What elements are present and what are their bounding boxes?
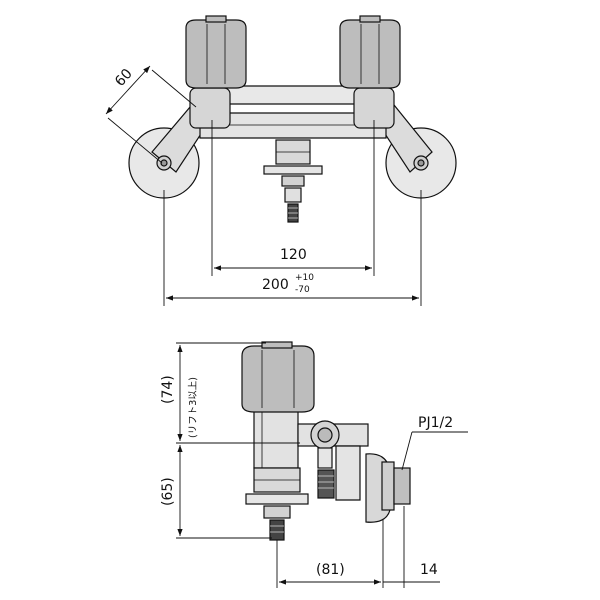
- bridge-pipe: [219, 85, 367, 105]
- side-spout-thread: [269, 519, 285, 541]
- side-pj-thread: [393, 467, 411, 505]
- side-dim-lines: [176, 342, 468, 588]
- dim-81-label: (81): [316, 562, 345, 578]
- dim-200: [163, 190, 422, 306]
- side-handle: [241, 345, 315, 413]
- side-view: [241, 341, 411, 541]
- left-valve-body: [189, 87, 231, 129]
- dim-60: [105, 65, 197, 164]
- lift-note-label: (リフト3以上): [188, 377, 199, 438]
- side-threaded-bolt: [317, 469, 335, 499]
- dim-200-label: 200: [262, 277, 289, 293]
- dim-200-tol-minus: -70: [295, 285, 310, 295]
- dim-60-label: 60: [112, 66, 136, 90]
- dim-74-label: (74): [160, 375, 176, 404]
- dim-200-tol-plus: +10: [295, 273, 314, 283]
- dim-120: [211, 120, 375, 276]
- left-handle: [185, 19, 247, 89]
- pj-thread-label: PJ1/2: [418, 415, 453, 431]
- dim-65-label: (65): [160, 477, 176, 506]
- side-valve-body: [253, 403, 299, 469]
- dim-120-label: 120: [280, 247, 307, 263]
- dim-14-label: 14: [420, 562, 438, 578]
- right-handle: [339, 19, 401, 89]
- main-body-bar: [199, 112, 387, 139]
- top-view: [128, 15, 457, 223]
